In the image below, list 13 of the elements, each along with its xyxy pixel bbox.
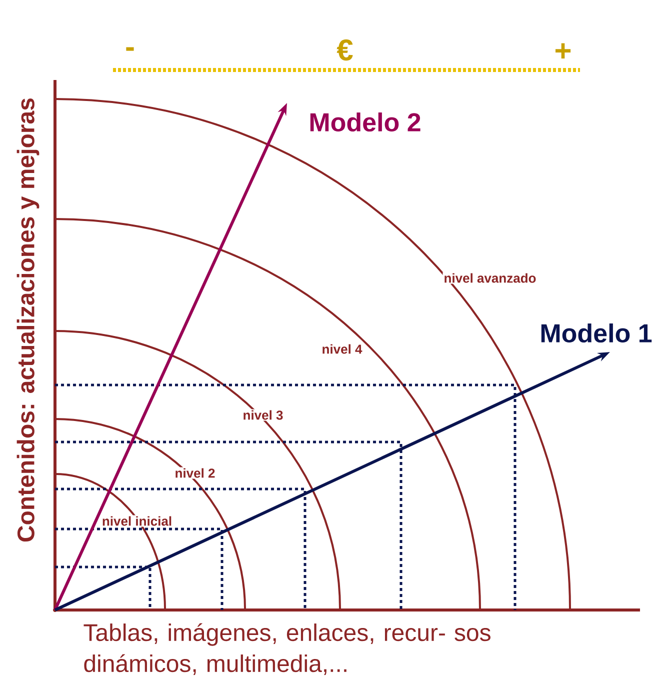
level-label: nivel 4 [320, 343, 364, 355]
price-sign: + [553, 42, 573, 62]
model-label: Modelo 2 [310, 112, 420, 132]
price-sign: € [336, 38, 354, 62]
axis-title: Tablas, imágenes, enlaces, recur- sos dinámicos, multimedia,... [84, 623, 490, 675]
level-label: nivel 3 [242, 409, 284, 421]
model-label: Modelo 1 [541, 323, 652, 343]
level-label: nivel inicial [100, 515, 174, 527]
level-label: nivel 2 [174, 467, 216, 479]
price-sign: - [124, 46, 136, 58]
origin-point [53, 608, 57, 612]
axis-title: Contenidos: actualizaciones y mejoras [16, 96, 40, 544]
level-label: nivel avanzado [442, 272, 538, 284]
